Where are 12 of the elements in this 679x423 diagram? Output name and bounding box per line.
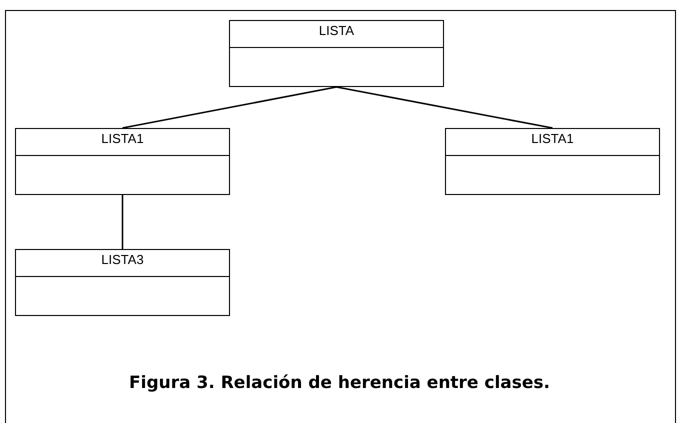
figure-caption: Figura 3. Relación de herencia entre clases. — [128, 373, 551, 393]
class-name: LISTA3 — [101, 252, 144, 267]
inheritance-line — [122, 86, 337, 129]
inheritance-line — [122, 195, 124, 249]
class-name: LISTA1 — [101, 131, 144, 146]
class-box — [15, 249, 230, 316]
class-name: LISTA1 — [531, 131, 574, 146]
class-name: LISTA — [318, 23, 354, 38]
class-box — [15, 128, 230, 195]
class-box — [445, 128, 660, 195]
inheritance-line — [336, 86, 553, 129]
class-box — [229, 20, 444, 87]
